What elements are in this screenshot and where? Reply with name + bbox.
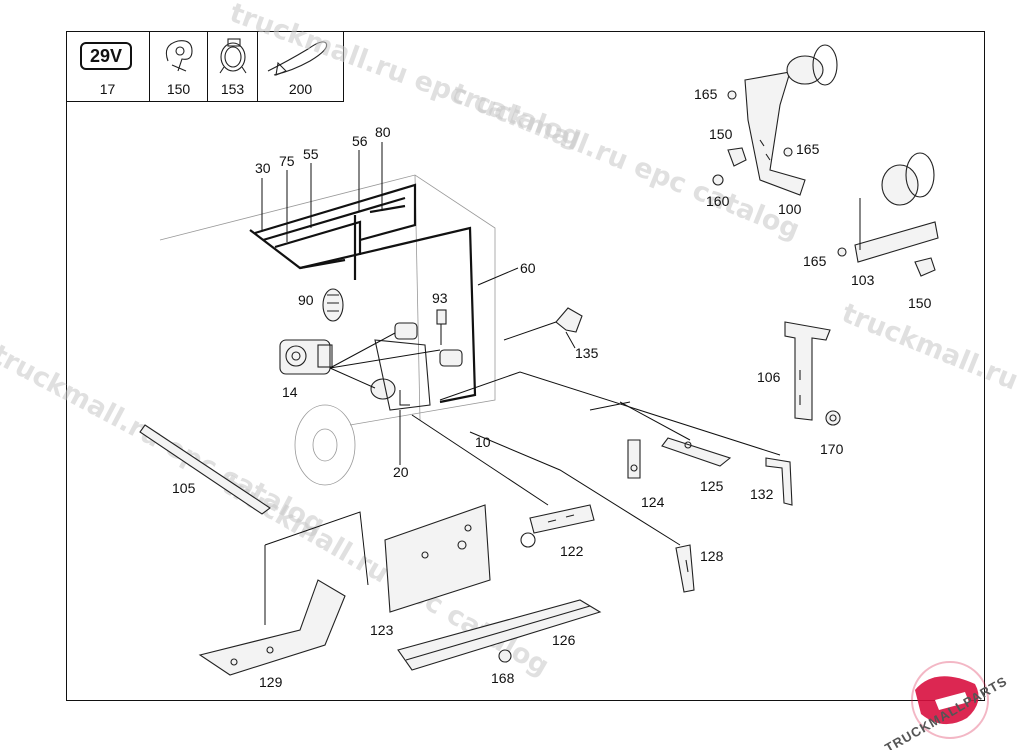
legend-number: 153 <box>220 81 245 97</box>
callout-14: 14 <box>282 384 298 400</box>
part-170-washer <box>825 410 841 426</box>
legend-cell-17: 29V 17 <box>66 31 150 101</box>
part-132-bracket <box>765 457 793 506</box>
part-126-channel <box>397 599 602 671</box>
cable-clip-icon <box>165 40 193 72</box>
legend-cell-153: 153 <box>208 31 258 101</box>
callout-56: 56 <box>352 133 368 149</box>
legend-number: 17 <box>99 81 116 97</box>
callout-150: 150 <box>709 126 733 142</box>
part-100-arm <box>744 44 838 196</box>
callout-170: 170 <box>820 441 844 457</box>
part-105-bar <box>139 424 271 515</box>
part-125-plate <box>661 437 732 467</box>
part-165-washer <box>727 90 793 157</box>
callout-20: 20 <box>393 464 409 480</box>
callout-106: 106 <box>757 369 781 385</box>
legend-cell-150: 150 <box>150 31 208 101</box>
callout-168: 168 <box>491 670 515 686</box>
part-14-switch <box>279 339 333 375</box>
cable-harness <box>249 183 477 404</box>
legend-number: 150 <box>166 81 191 97</box>
callout-80: 80 <box>375 124 391 140</box>
callout-125: 125 <box>700 478 724 494</box>
legend-cell-200: 200 <box>258 31 343 101</box>
callout-103: 103 <box>851 272 875 288</box>
hose-clamp-icon <box>219 38 247 74</box>
truckmall-parts-logo: TRUCKMALLPARTS <box>882 661 1010 750</box>
callout-124: 124 <box>641 494 665 510</box>
harness-connectors <box>370 322 463 411</box>
cable-tie-icon <box>267 41 328 76</box>
callout-93: 93 <box>432 290 448 306</box>
part-160-bolt <box>712 174 724 186</box>
part-93-connector <box>436 309 447 345</box>
callout-123: 123 <box>370 622 394 638</box>
part-90-sensor <box>322 288 344 322</box>
legend-table: 29V 17 150 153 200 <box>66 31 344 102</box>
callout-165: 165 <box>694 86 718 102</box>
callout-75: 75 <box>279 153 295 169</box>
part-123-plate <box>384 504 491 613</box>
legend-number: 200 <box>288 81 313 97</box>
callout-165: 165 <box>796 141 820 157</box>
callout-126: 126 <box>552 632 576 648</box>
callout-90: 90 <box>298 292 314 308</box>
callout-165: 165 <box>803 253 827 269</box>
watermark: truckmall.ru epc catalog <box>837 298 1024 466</box>
part-128-bracket <box>675 544 695 593</box>
part-122-bracket <box>520 504 595 548</box>
callout-132: 132 <box>750 486 774 502</box>
callout-122: 122 <box>560 543 584 559</box>
part-124-bracket <box>627 439 641 479</box>
part-129-bracket <box>198 579 346 676</box>
callout-105: 105 <box>172 480 196 496</box>
callout-10: 10 <box>475 434 491 450</box>
part-168-fastener <box>498 649 512 663</box>
part-106-bracket <box>784 321 831 421</box>
part-135-bracket <box>503 307 583 341</box>
callout-129: 129 <box>259 674 283 690</box>
callout-128: 128 <box>700 548 724 564</box>
callout-55: 55 <box>303 146 319 162</box>
callout-160: 160 <box>706 193 730 209</box>
voltage-badge: 29V <box>80 42 132 70</box>
callout-135: 135 <box>575 345 599 361</box>
diagram-frame <box>66 31 985 701</box>
callout-30: 30 <box>255 160 271 176</box>
callout-100: 100 <box>778 201 802 217</box>
callout-60: 60 <box>520 260 536 276</box>
callout-150: 150 <box>908 295 932 311</box>
part-103-bracket <box>837 152 939 277</box>
part-150-clip <box>727 147 747 167</box>
